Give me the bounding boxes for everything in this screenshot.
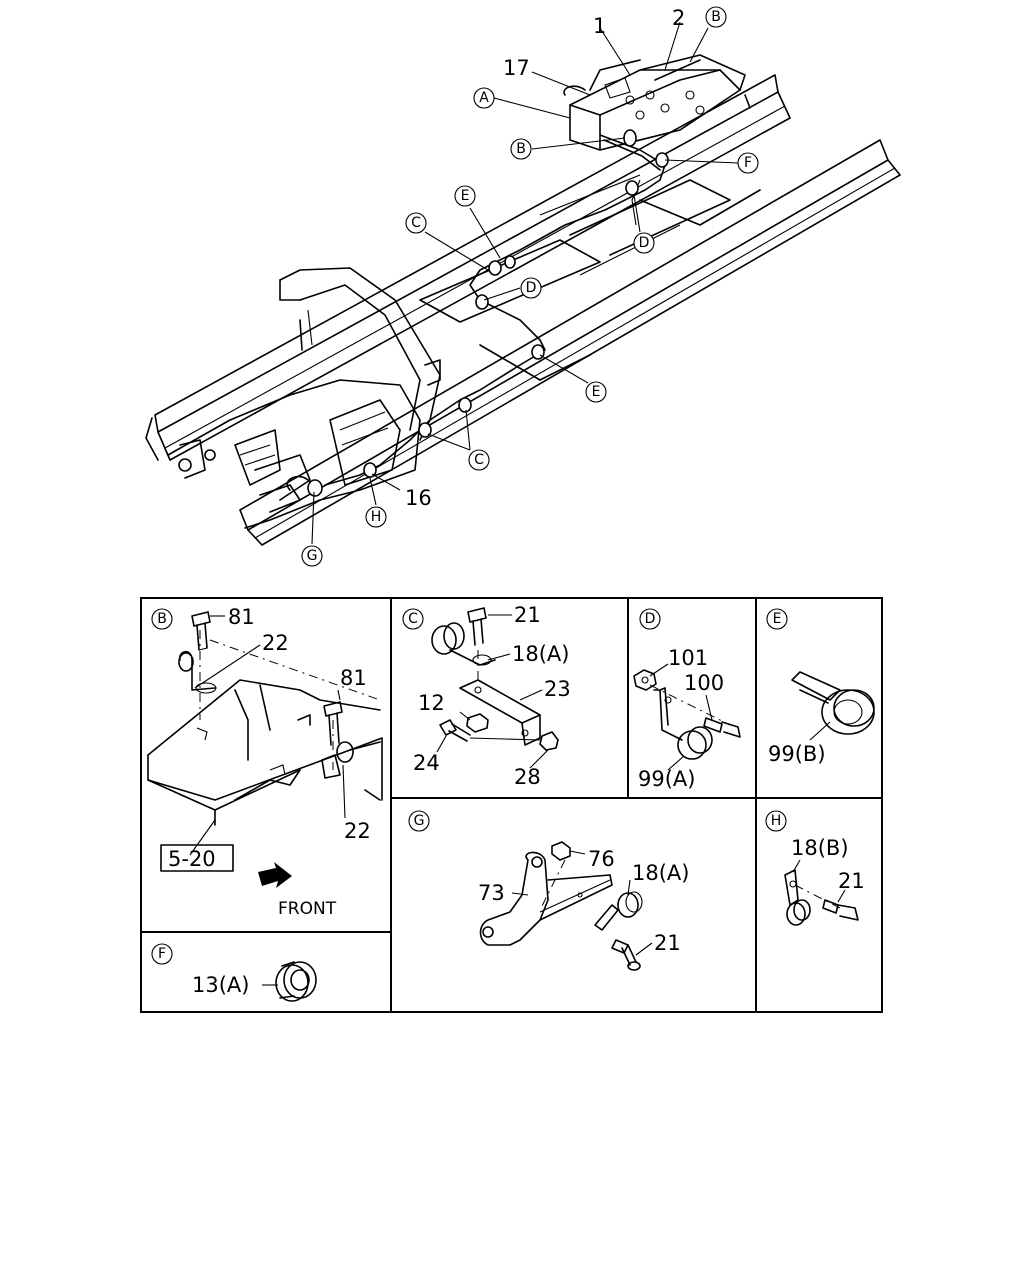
detail-h: H 18(B) 21 (765, 810, 865, 926)
part-label-1: 1 (593, 14, 606, 38)
detail-b: B 81 22 81 (147, 605, 383, 919)
callout-d-mid: D (520, 277, 542, 299)
svg-text:F: F (744, 155, 752, 171)
detail-d-letter: D (645, 611, 656, 627)
svg-text:B: B (516, 141, 526, 157)
svg-text:E: E (592, 384, 601, 400)
callout-h: H (365, 506, 387, 528)
detail-c-label-28: 28 (514, 765, 541, 789)
callout-c-top: C (405, 212, 427, 234)
detail-d-label-101: 101 (668, 646, 708, 670)
detail-g: G 76 18(A) 73 21 (408, 810, 689, 971)
callout-b-top: B (705, 6, 727, 28)
detail-b-letter: B (157, 611, 167, 627)
detail-b-label-81-top: 81 (228, 605, 255, 629)
detail-h-label-21: 21 (838, 869, 865, 893)
part-label-2: 2 (672, 6, 685, 30)
svg-text:G: G (307, 548, 318, 564)
svg-text:C: C (474, 452, 484, 468)
detail-grid (140, 597, 883, 1013)
detail-e-letter: E (773, 611, 782, 627)
engine-block (167, 379, 421, 529)
cross-members (419, 174, 761, 381)
callout-c-bottom: C (468, 449, 490, 471)
detail-f-label-13a: 13(A) (192, 973, 249, 997)
frame-rail-right (239, 139, 901, 546)
detail-b-label-22-bottom: 22 (344, 819, 371, 843)
pipe-clips (286, 129, 669, 497)
detail-c-label-21: 21 (514, 603, 541, 627)
detail-f: F 13(A) (151, 943, 317, 1002)
svg-text:A: A (479, 90, 489, 106)
detail-g-label-73: 73 (478, 881, 505, 905)
detail-d-label-100: 100 (684, 671, 724, 695)
detail-c-label-12: 12 (418, 691, 445, 715)
main-leaders (311, 21, 739, 545)
part-label-17: 17 (503, 56, 530, 80)
svg-text:B: B (711, 9, 721, 25)
detail-e-label-99b: 99(B) (768, 742, 826, 766)
detail-c-label-23: 23 (544, 677, 571, 701)
detail-f-letter: F (158, 946, 166, 962)
part-label-16: 16 (405, 486, 432, 510)
svg-text:C: C (411, 215, 421, 231)
detail-d-label-99a: 99(A) (638, 767, 695, 791)
detail-b-label-22-top: 22 (262, 631, 289, 655)
callout-d-right: D (633, 232, 655, 254)
callout-b-mid: B (510, 138, 532, 160)
detail-h-letter: H (771, 813, 782, 829)
callout-e-bottom: E (585, 381, 607, 403)
detail-d: D 101 100 99(A) (633, 608, 741, 791)
svg-text:D: D (639, 235, 650, 251)
detail-g-label-18a: 18(A) (632, 861, 689, 885)
detail-g-label-76: 76 (588, 847, 615, 871)
detail-g-letter: G (414, 813, 425, 829)
front-arrow-icon (258, 862, 292, 888)
detail-c-letter: C (408, 611, 418, 627)
reference-box-5-20: 5-20 (168, 847, 216, 871)
callout-f: F (737, 152, 759, 174)
detail-e: E 99(B) (766, 608, 875, 766)
svg-text:E: E (461, 188, 470, 204)
detail-c: C 21 18(A) 23 12 24 28 (402, 603, 571, 789)
callout-a: A (473, 87, 495, 109)
detail-c-label-24: 24 (413, 751, 440, 775)
callout-e-top: E (454, 185, 476, 207)
detail-c-label-18a: 18(A) (512, 642, 569, 666)
svg-text:D: D (526, 280, 537, 296)
detail-b-label-81-right: 81 (340, 666, 367, 690)
detail-g-label-21: 21 (654, 931, 681, 955)
svg-text:H: H (371, 509, 382, 525)
callout-g: G (301, 545, 323, 567)
chassis-view: 1 2 17 16 B A B F E C D D E C H G (145, 6, 901, 567)
front-label: FRONT (278, 899, 337, 919)
detail-h-label-18b: 18(B) (791, 836, 849, 860)
rear-tank-assembly (563, 54, 751, 151)
